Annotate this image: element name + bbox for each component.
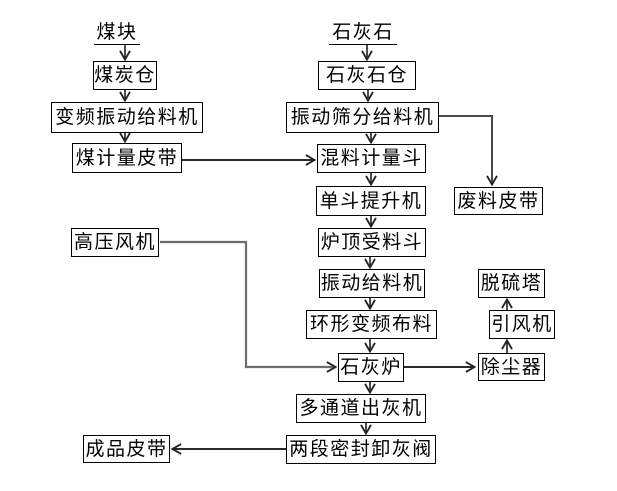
node-two-stage-sealed-ash-valve: 两段密封卸灰阀 [286,435,436,464]
node-lime-kiln: 石灰炉 [338,353,404,382]
node-limestone-bin: 石灰石仓 [318,61,416,90]
node-high-pressure-fan: 高压风机 [71,228,159,257]
node-induced-draft-fan: 引风机 [489,310,555,339]
node-multichannel-ash-discharger: 多通道出灰机 [296,394,426,423]
node-mix-metering-hopper: 混料计量斗 [317,144,426,173]
node-kiln-top-receiving-hopper: 炉顶受料斗 [318,228,426,257]
node-variable-frequency-vibrating-feeder: 变频振动给料机 [51,102,203,133]
node-vibrating-feeder: 振动给料机 [319,269,425,298]
source-label-limestone: 石灰石 [329,23,397,45]
node-waste-belt: 废料皮带 [454,187,543,215]
source-label-coal: 煤块 [94,23,140,45]
node-coal-bin: 煤炭仓 [93,61,157,90]
node-vibrating-screen-feeder: 振动筛分给料机 [286,102,439,133]
node-single-bucket-elevator: 单斗提升机 [316,186,426,216]
node-desulfurization-tower: 脱硫塔 [478,269,545,298]
node-ring-variable-frequency-distributor: 环形变频布料 [306,310,437,339]
node-coal-metering-belt: 煤计量皮带 [72,143,182,173]
node-dust-collector: 除尘器 [478,353,545,381]
node-finished-product-belt: 成品皮带 [83,435,170,463]
